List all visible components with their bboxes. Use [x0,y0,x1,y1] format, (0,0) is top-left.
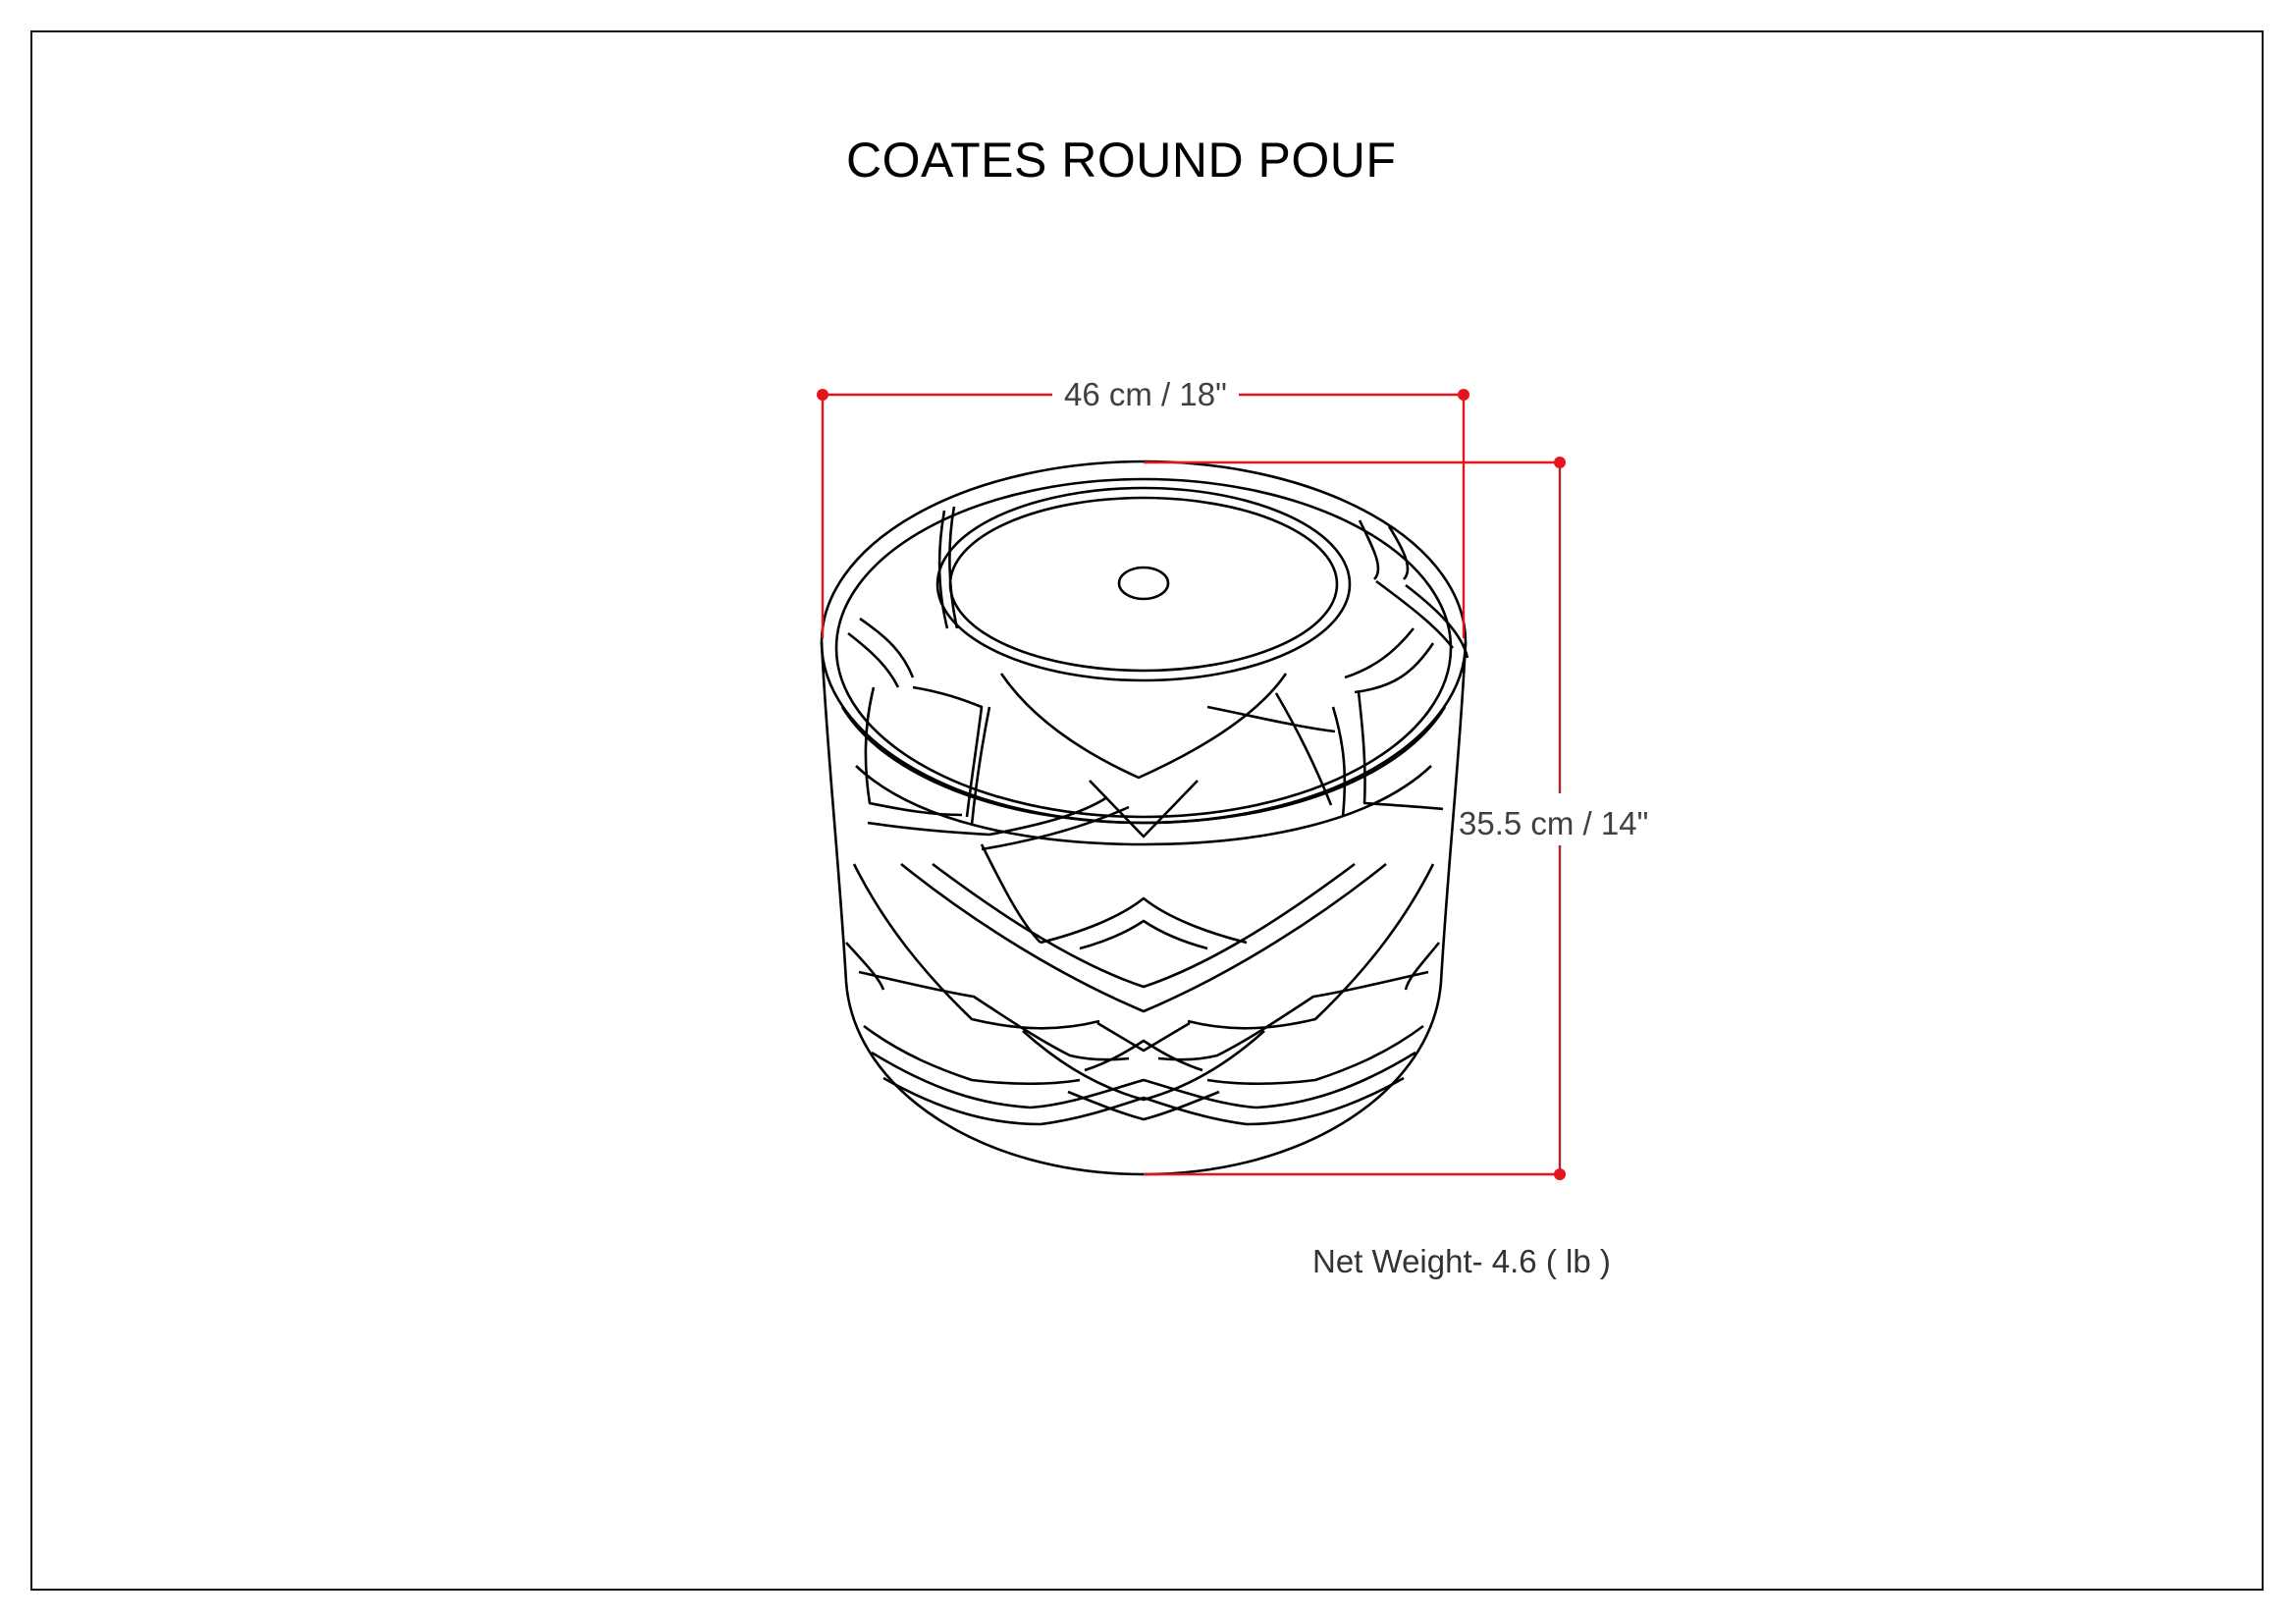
pouf-outline [820,460,1469,1176]
dimension-endpoints [817,389,1566,1180]
width-dimension-label: 46 cm / 18" [1056,378,1235,410]
width-dimension-line [821,393,1466,638]
height-dimension-line [1144,460,1562,1176]
drawing-frame [30,30,2264,1591]
net-weight-label: Net Weight- 4.6 ( lb ) [1312,1243,1611,1279]
height-dimension-label: 35.5 cm / 14" [1459,801,1649,845]
product-title: COATES ROUND POUF [846,133,1397,188]
